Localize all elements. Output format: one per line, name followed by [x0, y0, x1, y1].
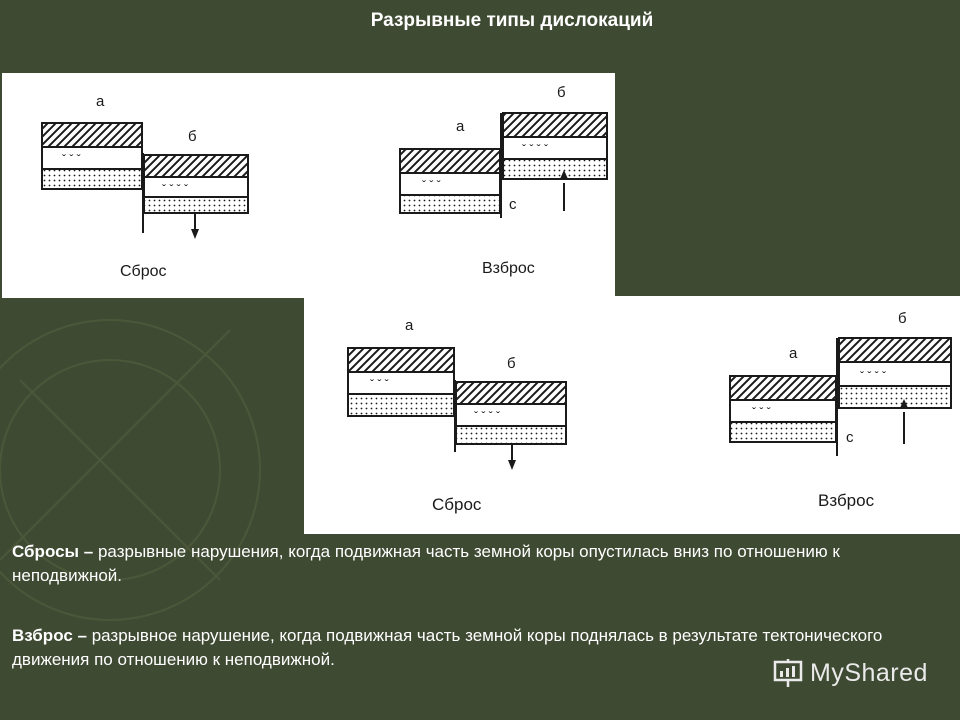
label-b-vzbros-2: б [898, 310, 907, 327]
label-c-vzbros-2: с [846, 429, 854, 446]
vzbros-diagram-2 [729, 337, 952, 456]
definition-vzbros: Взброс – разрывное нарушение, когда подв… [12, 624, 947, 672]
definition-sbros-text: разрывные нарушения, когда подвижная час… [12, 542, 840, 585]
label-vzbros: Взброс [482, 260, 535, 277]
label-c-vzbros: с [509, 196, 517, 213]
label-b-vzbros: б [557, 84, 566, 101]
definition-sbros-term: Сбросы – [12, 542, 94, 561]
svg-text:ˇ ˇ ˇ ˇ: ˇ ˇ ˇ ˇ [474, 409, 500, 423]
svg-text:ˇ ˇ ˇ ˇ: ˇ ˇ ˇ ˇ [522, 142, 548, 156]
svg-text:ˇ ˇ ˇ: ˇ ˇ ˇ [422, 178, 441, 192]
label-a-vzbros: а [456, 118, 465, 135]
label-a-vzbros-2: а [789, 345, 798, 362]
definition-vzbros-term: Взброс – [12, 626, 87, 645]
presentation-icon [773, 659, 803, 687]
diagram-panel-bottom: ˇ ˇ ˇ ˇ ˇ ˇ ˇ а б Сброс ˇ ˇ ˇ ˇ ˇ ˇ ˇ а … [304, 296, 960, 534]
sbros-diagram [41, 122, 249, 233]
watermark-text: MyShared [810, 658, 928, 687]
sbros-diagram-2 [347, 347, 567, 462]
label-sbros-2: Сброс [432, 495, 482, 514]
watermark: MyShared [772, 655, 928, 691]
label-sbros: Сброс [120, 263, 167, 280]
fault-diagram-bottom: ˇ ˇ ˇ ˇ ˇ ˇ ˇ а б Сброс ˇ ˇ ˇ ˇ ˇ ˇ ˇ а … [347, 310, 952, 514]
slide-title: Разрывные типы дислокаций [370, 10, 654, 31]
label-b-sbros-2: б [507, 355, 516, 372]
label-vzbros-2: Взброс [818, 491, 875, 510]
label-b-sbros: б [188, 128, 197, 145]
definition-sbros: Сбросы – разрывные нарушения, когда подв… [12, 540, 947, 588]
fault-diagram-top: ˇ ˇ ˇ ˇ ˇ ˇ ˇ а б Сброс ˇ ˇ ˇ ˇ ˇ ˇ ˇ а … [41, 84, 608, 280]
svg-text:ˇ ˇ ˇ: ˇ ˇ ˇ [370, 377, 389, 391]
diagram-panel-top: ˇ ˇ ˇ ˇ ˇ ˇ ˇ а б Сброс ˇ ˇ ˇ ˇ ˇ ˇ ˇ а … [2, 73, 615, 298]
svg-text:ˇ ˇ ˇ ˇ: ˇ ˇ ˇ ˇ [860, 369, 886, 383]
svg-text:ˇ ˇ ˇ: ˇ ˇ ˇ [62, 152, 81, 166]
label-a-sbros-2: а [405, 317, 414, 334]
svg-text:ˇ ˇ ˇ ˇ: ˇ ˇ ˇ ˇ [162, 182, 188, 196]
definition-vzbros-text: разрывное нарушение, когда подвижная час… [12, 626, 883, 669]
label-a-sbros: а [96, 93, 105, 110]
vzbros-diagram [399, 112, 608, 218]
svg-text:ˇ ˇ ˇ: ˇ ˇ ˇ [752, 405, 771, 419]
